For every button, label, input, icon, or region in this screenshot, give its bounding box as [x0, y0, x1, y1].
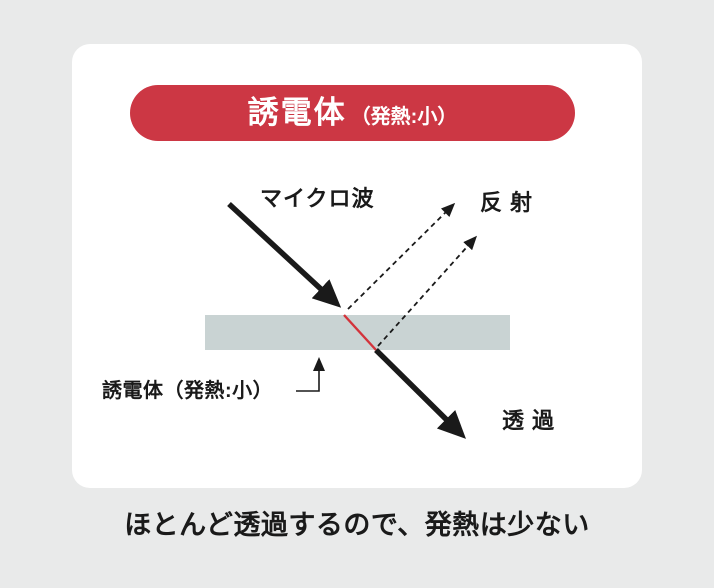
title-badge: 誘電体 （発熱:小） [130, 85, 575, 141]
diagram-card: 誘電体 （発熱:小） [72, 44, 642, 488]
badge-subtitle: （発熱:小） [350, 106, 458, 128]
reflection-label: 反射 [480, 190, 541, 215]
microwave-diagram: マイクロ波 反射 透過 誘電体（発熱:小） [72, 44, 642, 488]
heated-segment [343, 314, 377, 351]
slab-label-pointer-arrow [296, 357, 325, 392]
dielectric-slab [205, 315, 510, 350]
caption-text: ほとんど透過するので、発熱は少ない [124, 510, 590, 540]
diagram-canvas [205, 201, 510, 439]
transmission-label: 透過 [502, 408, 563, 433]
reflection-arrow-top [347, 202, 456, 310]
badge-title: 誘電体 [247, 95, 347, 130]
transmitted-beam-arrow [374, 348, 466, 439]
slab-label: 誘電体（発熱:小） [102, 380, 274, 402]
reflection-arrow-bottom [377, 235, 478, 347]
incident-beam-arrow [227, 201, 342, 308]
incident-label: マイクロ波 [260, 186, 375, 211]
